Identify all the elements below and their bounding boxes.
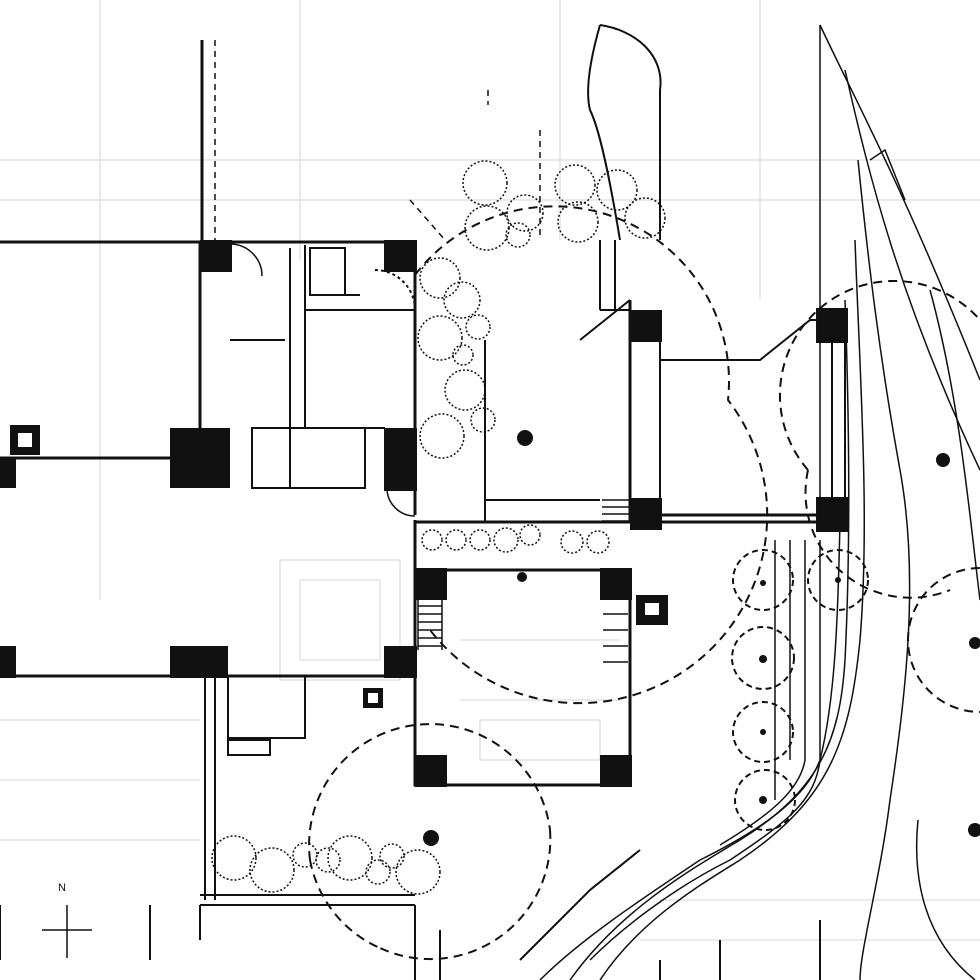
tree-trunks [423, 430, 980, 846]
north-arrow-label: N [58, 882, 66, 894]
faint-background-linework [0, 0, 980, 941]
site-edges [0, 24, 821, 980]
column-voids [18, 433, 659, 703]
north-arrow [42, 905, 92, 958]
shrub-circles [211, 160, 666, 895]
tree-canopies-medium [731, 549, 869, 831]
terrain-contours [539, 24, 980, 980]
dashed-property-lines [214, 40, 541, 241]
structural-columns [0, 240, 848, 787]
